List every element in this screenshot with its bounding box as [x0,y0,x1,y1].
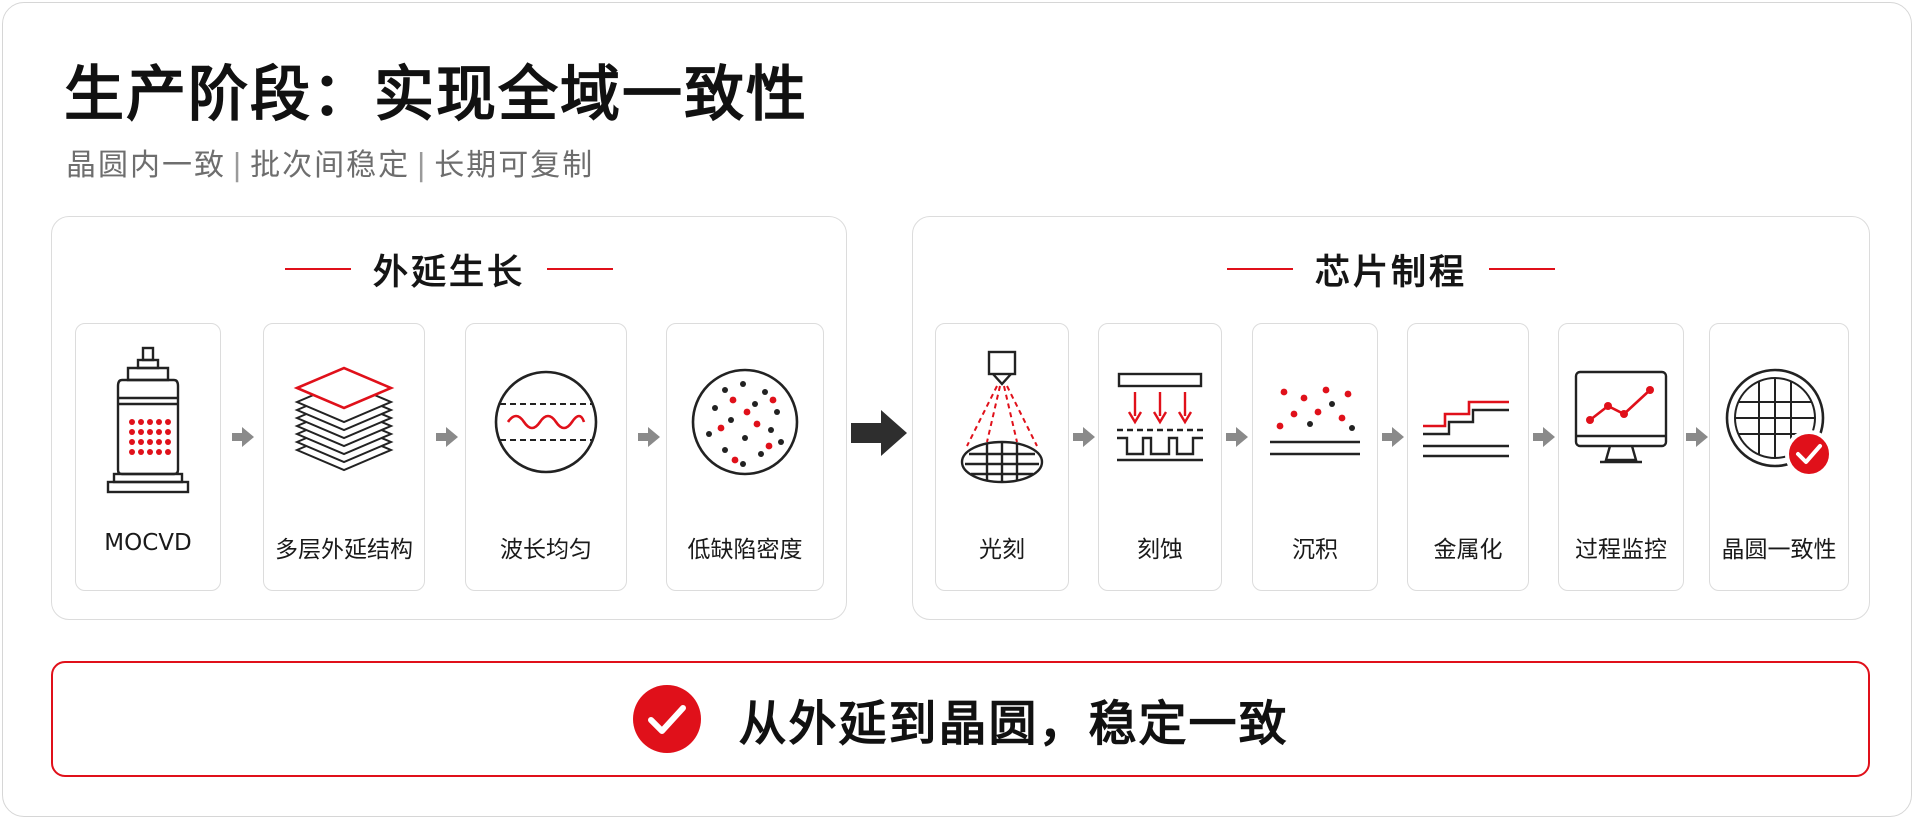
summary-banner: 从外延到晶圆，稳定一致 [51,661,1870,777]
step-label: 晶圆一致性 [1721,537,1837,563]
summary-banner-text: 从外延到晶圆，稳定一致 [738,696,1289,752]
epitaxy-panel: 外延生长 [51,216,847,620]
subtitle-separator: | [232,148,245,183]
lithography-icon [936,342,1068,502]
epitaxy-panel-header: 外延生长 [52,247,846,293]
monitor-chart-icon [1559,342,1683,502]
etching-icon [1099,342,1221,502]
layer-stack-icon [264,342,424,502]
flow-arrow-icon [1073,427,1095,447]
header-rule-left [1226,268,1293,270]
defect-wafer-icon [667,342,823,502]
metallization-icon [1408,342,1528,502]
step-label: 波长均匀 [500,537,592,563]
flow-arrow-icon [1226,427,1248,447]
flow-arrow-icon [1382,427,1404,447]
step-card-metallization: 金属化 [1407,323,1529,591]
check-circle-icon [633,685,702,753]
subtitle-item: 批次间稳定 [250,148,411,183]
header-rule-right [1489,268,1555,270]
chip-process-panel: 芯片制程 [912,216,1870,620]
step-label: 多层外延结构 [275,537,413,563]
step-label: 过程监控 [1575,537,1667,563]
flow-arrow-icon [232,427,254,447]
chip-panel-header: 芯片制程 [913,247,1869,293]
header-rule-left [284,268,351,270]
subtitle-item: 长期可复制 [434,148,595,183]
step-label: 金属化 [1433,537,1503,563]
step-card-lithography: 光刻 [935,323,1069,591]
chip-panel-title: 芯片制程 [1314,252,1467,293]
step-label: MOCVD [104,530,192,556]
page-title: 生产阶段：实现全域一致性 [64,60,808,130]
flow-arrow-icon [436,427,458,447]
step-card-monitoring: 过程监控 [1558,323,1684,591]
step-label: 光刻 [979,537,1025,563]
subtitle-item: 晶圆内一致 [66,148,226,183]
deposition-icon [1253,342,1377,502]
step-card-wavelength: 波长均匀 [465,323,627,591]
epitaxy-panel-title: 外延生长 [372,252,525,293]
step-card-deposition: 沉积 [1252,323,1378,591]
step-card-low-defect: 低缺陷密度 [666,323,824,591]
page-subtitle: 晶圆内一致|批次间稳定|长期可复制 [66,140,594,184]
subtitle-separator: | [416,148,429,183]
step-card-etching: 刻蚀 [1098,323,1222,591]
step-card-wafer-consistency: 晶圆一致性 [1709,323,1849,591]
mocvd-reactor-icon [76,342,220,502]
flow-arrow-icon [638,427,660,447]
panel-transition-arrow-icon [851,410,907,456]
step-label: 刻蚀 [1137,537,1183,563]
step-card-mocvd: MOCVD [75,323,221,591]
step-label: 沉积 [1292,537,1338,563]
step-card-multilayer: 多层外延结构 [263,323,425,591]
step-label: 低缺陷密度 [687,537,803,563]
wavelength-wave-icon [466,342,626,502]
flow-arrow-icon [1533,427,1555,447]
flow-arrow-icon [1686,427,1708,447]
header-rule-right [547,268,613,270]
wafer-check-icon [1710,342,1848,502]
